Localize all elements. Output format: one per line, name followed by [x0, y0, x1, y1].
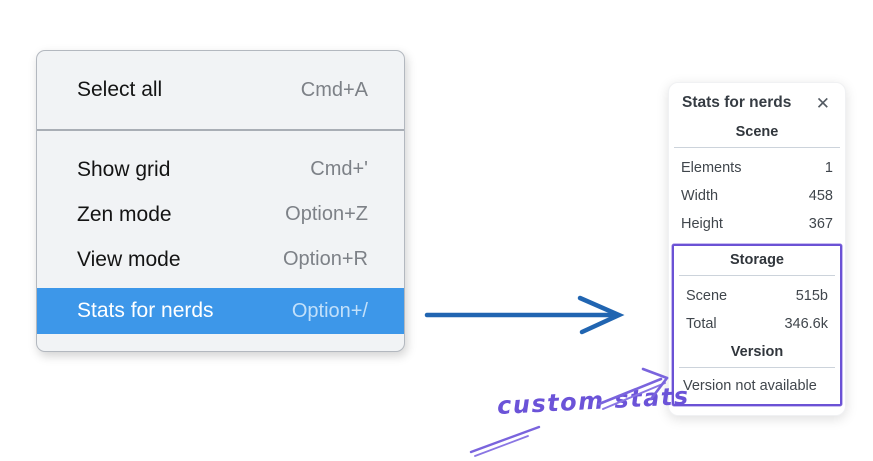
context-menu: Select all Cmd+A Show grid Cmd+' Zen mod…	[36, 50, 405, 352]
stats-panel-header: Stats for nerds ✕	[669, 83, 845, 112]
menu-item-shortcut: Cmd+A	[300, 78, 368, 101]
menu-item-select-all[interactable]: Select all Cmd+A	[37, 51, 404, 129]
annotation-arrow-icon	[469, 367, 669, 457]
section-version-header: Version	[730, 344, 784, 360]
version-note: Version not available	[683, 378, 817, 394]
menu-item-show-grid[interactable]: Show grid Cmd+'	[37, 147, 404, 192]
stat-row-total-storage: Total 346.6k	[674, 310, 840, 338]
section-divider	[679, 367, 835, 368]
stat-value: 515b	[795, 288, 828, 304]
stat-value: 1	[824, 160, 833, 176]
menu-item-zen-mode[interactable]: Zen mode Option+Z	[37, 192, 404, 237]
section-divider	[679, 275, 835, 276]
stats-panel: Stats for nerds ✕ Scene Elements 1 Width…	[668, 82, 846, 416]
section-storage-rows: Scene 515b Total 346.6k	[674, 280, 840, 338]
section-version: Version Version not available	[674, 343, 840, 399]
stat-label: Height	[681, 216, 723, 232]
menu-item-label: Select all	[77, 78, 163, 101]
stats-panel-title: Stats for nerds	[682, 94, 792, 111]
menu-item-shortcut: Option+R	[282, 248, 368, 270]
custom-stats-highlight-box: Storage Scene 515b Total 346.6k Version …	[672, 244, 842, 406]
menu-item-view-mode[interactable]: View mode Option+R	[37, 237, 404, 282]
section-scene: Scene Elements 1 Width 458 Height 367	[669, 123, 845, 238]
menu-item-label: Stats for nerds	[77, 299, 214, 322]
section-divider	[674, 147, 840, 148]
menu-item-label: View mode	[77, 247, 181, 271]
menu-group-bottom: Show grid Cmd+' Zen mode Option+Z View m…	[37, 131, 404, 351]
stat-row-height: Height 367	[669, 210, 845, 238]
menu-item-shortcut: Cmd+'	[310, 158, 368, 180]
menu-divider	[37, 129, 404, 131]
stat-value: 458	[808, 188, 833, 204]
menu-item-label: Show grid	[77, 157, 171, 181]
stat-row-elements: Elements 1	[669, 154, 845, 182]
stat-label: Width	[681, 188, 719, 204]
section-scene-header: Scene	[735, 124, 779, 140]
menu-item-stats-for-nerds[interactable]: Stats for nerds Option+/	[37, 288, 404, 334]
stat-value: 367	[808, 216, 833, 232]
stat-row-width: Width 458	[669, 182, 845, 210]
stat-label: Total	[686, 316, 717, 332]
stat-row-scene-storage: Scene 515b	[674, 282, 840, 310]
section-storage-header: Storage	[730, 252, 784, 268]
menu-item-shortcut: Option+Z	[285, 203, 368, 225]
section-storage: Storage Scene 515b Total 346.6k	[674, 251, 840, 338]
stat-value: 346.6k	[784, 316, 828, 332]
stat-label: Scene	[686, 288, 728, 304]
pointer-arrow-icon	[424, 295, 625, 335]
stat-label: Elements	[681, 160, 742, 176]
menu-item-shortcut: Option+/	[291, 299, 368, 322]
close-icon[interactable]: ✕	[815, 93, 830, 113]
menu-group-top: Select all Cmd+A	[37, 51, 404, 129]
section-scene-rows: Elements 1 Width 458 Height 367	[669, 152, 845, 238]
menu-item-label: Zen mode	[77, 202, 172, 226]
